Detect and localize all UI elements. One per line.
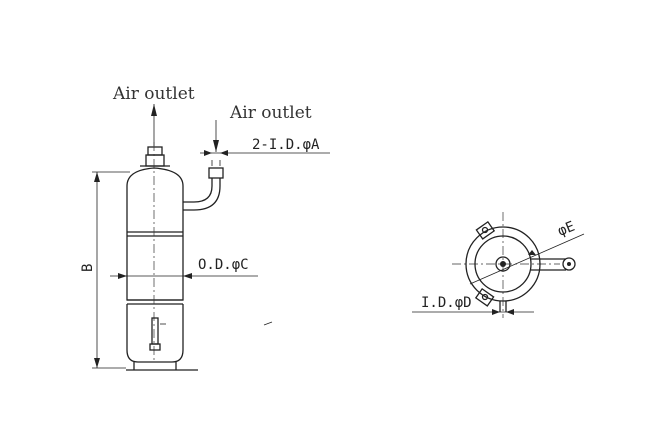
dim-E-leader xyxy=(469,233,585,285)
dim-E-label: φE xyxy=(556,219,578,240)
top-fitting xyxy=(140,146,170,167)
mounting-tab-top xyxy=(475,220,496,240)
dim-A-label: 2-I.D.φA xyxy=(252,137,320,153)
dim-B-line xyxy=(92,171,130,369)
dim-A-leader xyxy=(200,150,330,156)
top-view-outlet-pipe xyxy=(531,257,576,271)
dim-C-label: O.D.φC xyxy=(198,257,249,273)
mounting-tab-bottom xyxy=(474,287,495,307)
air-outlet-top-label: Air outlet xyxy=(112,84,195,104)
dim-B-label: B xyxy=(80,264,96,272)
air-outlet-side-label: Air outlet xyxy=(229,103,312,123)
dim-D-label: I.D.φD xyxy=(421,295,472,311)
top-view xyxy=(412,212,585,318)
shell-circle xyxy=(474,235,532,293)
outer-flange-circle xyxy=(465,226,541,302)
dim-D-leader xyxy=(412,309,534,315)
lower-skirt xyxy=(126,304,198,371)
side-outlet-pipe xyxy=(183,160,224,211)
top-view-bottom-stub xyxy=(499,301,507,312)
side-outlet-arrow xyxy=(213,120,219,152)
shell-body xyxy=(126,167,184,305)
top-outlet-arrow xyxy=(151,104,157,146)
center-fitting-dot xyxy=(500,261,506,267)
center-fitting-circle xyxy=(495,256,511,272)
stray-mark xyxy=(263,321,273,326)
dim-C-line xyxy=(110,273,258,279)
side-view xyxy=(92,104,330,371)
